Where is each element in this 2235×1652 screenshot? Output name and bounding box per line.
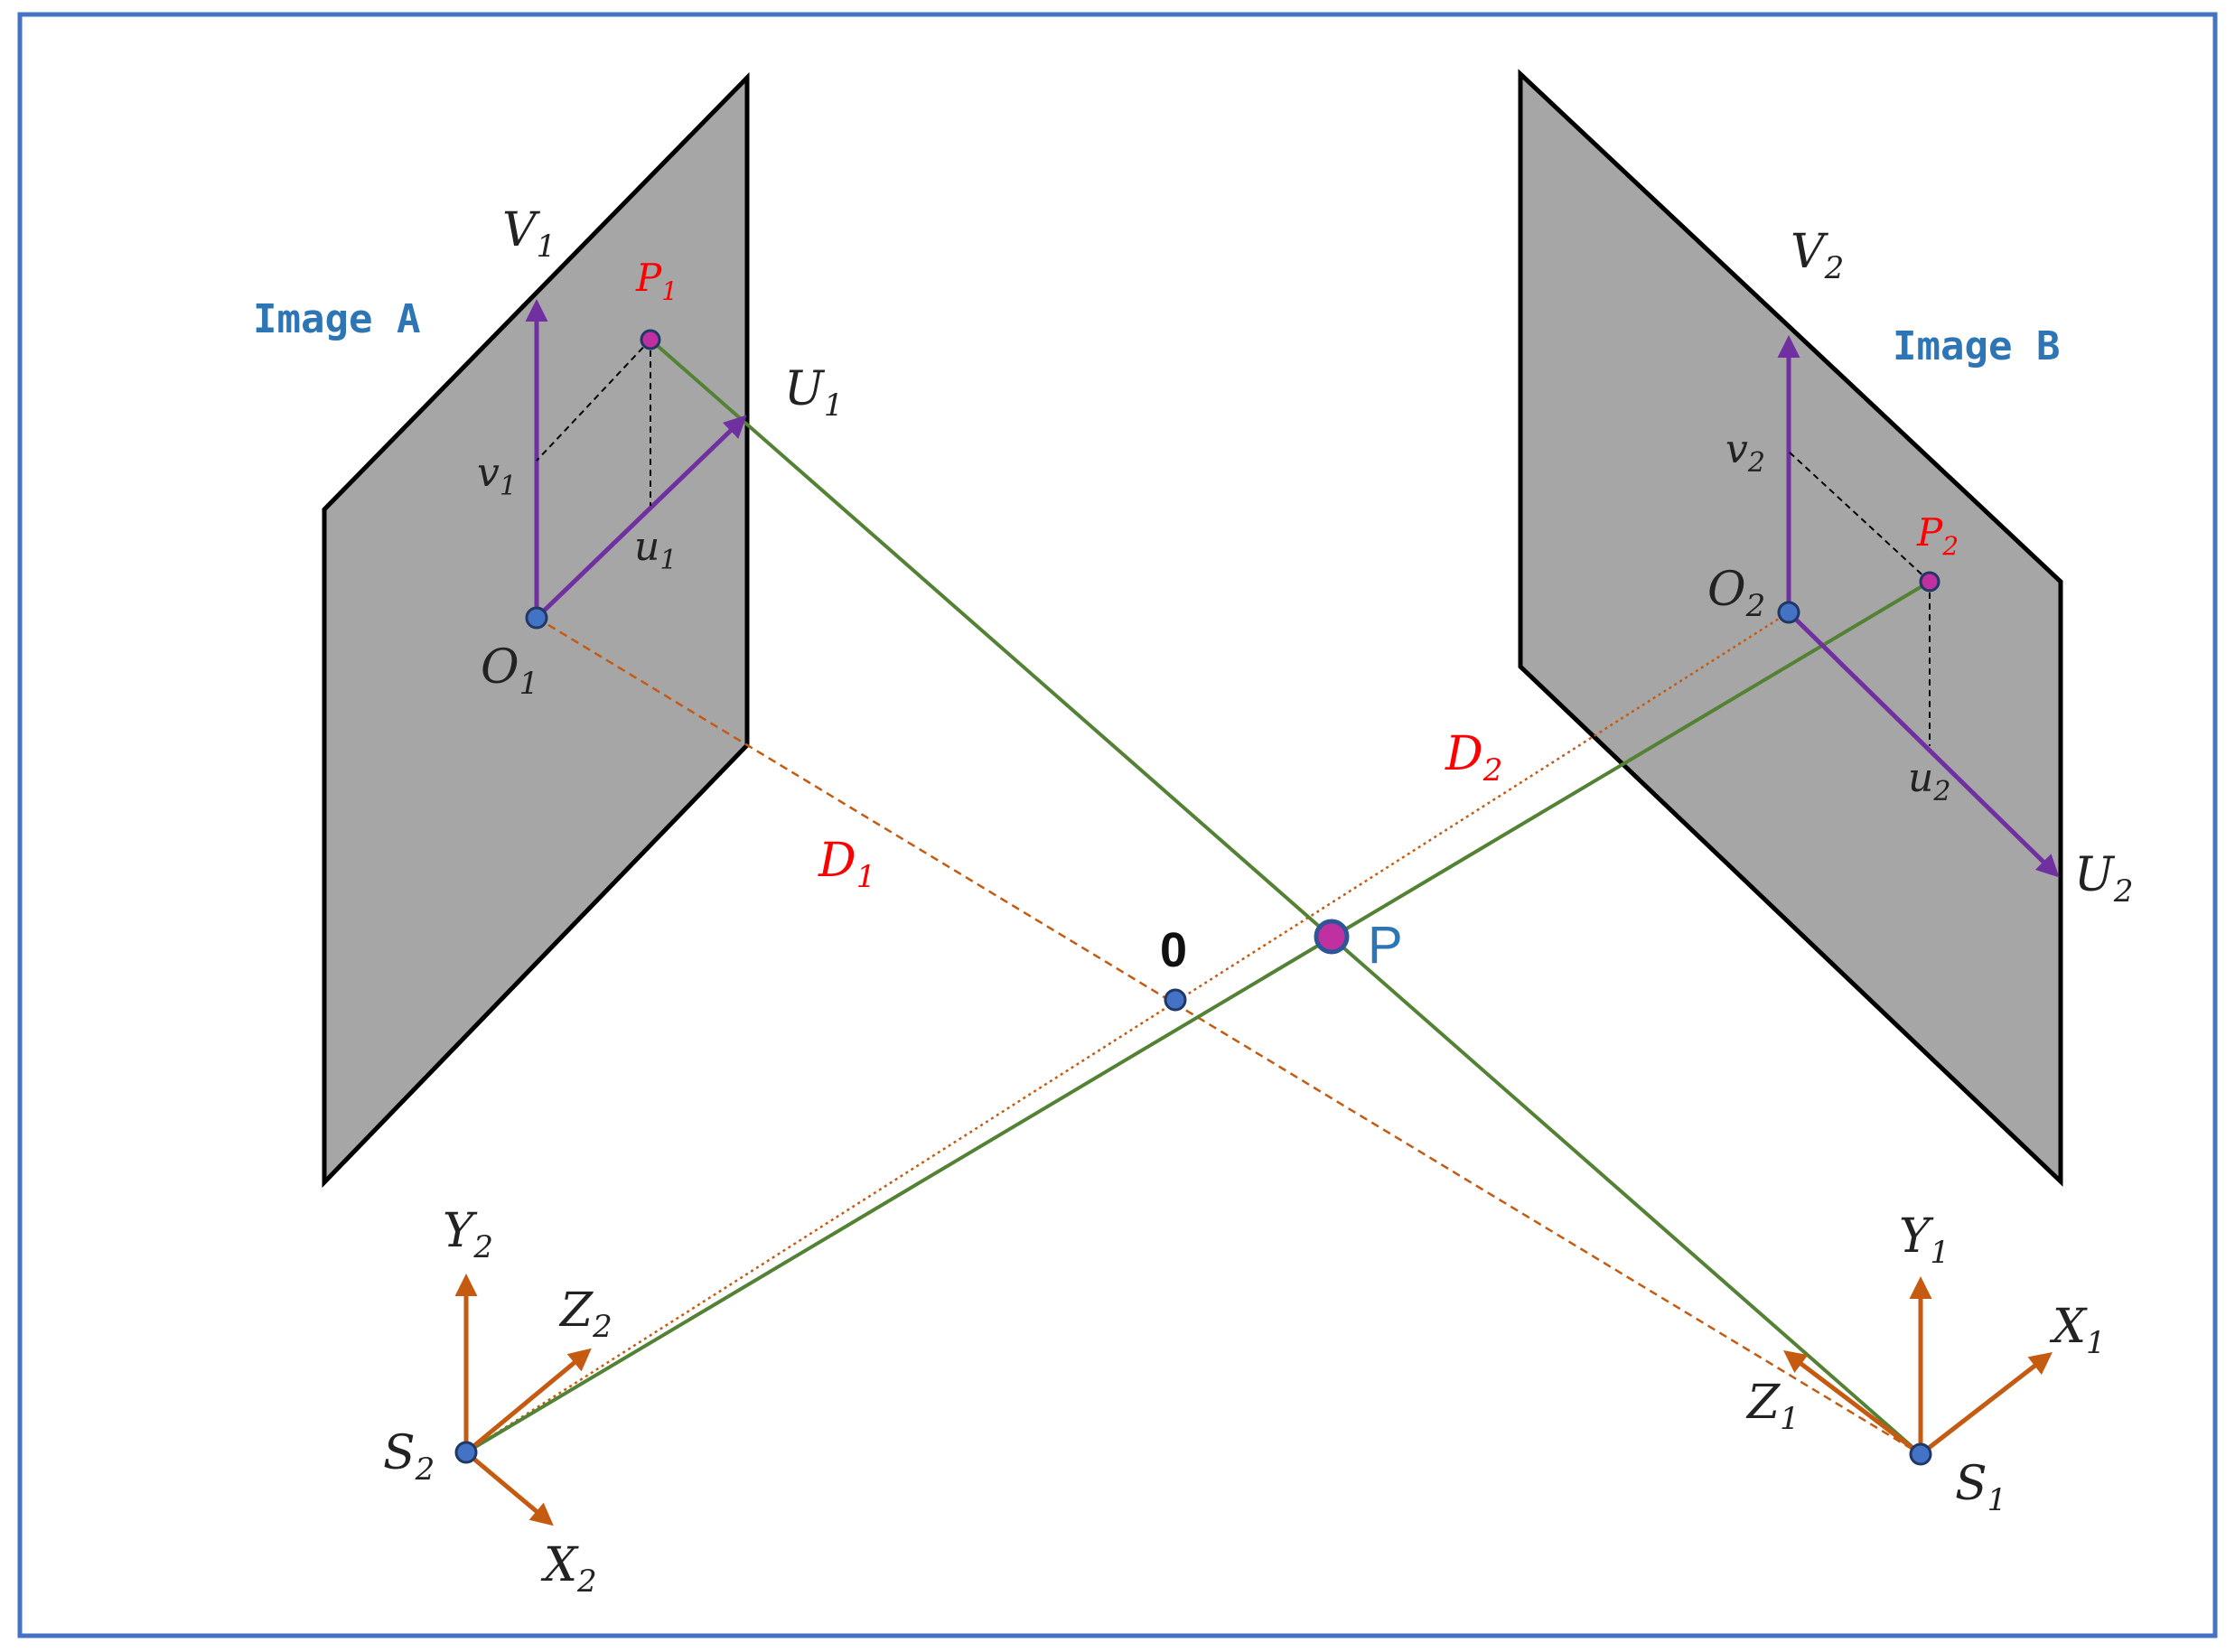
label-x1: X1: [2049, 1300, 2106, 1361]
label-z1: Z1: [1745, 1376, 1800, 1437]
label-d2: D2: [1445, 727, 1502, 789]
image-point-p1: [640, 329, 661, 350]
u1-axis-arrow: [535, 415, 747, 620]
label-world-origin: 0: [1160, 923, 1187, 977]
label-v2-coord: v2: [1725, 426, 1765, 479]
label-s1: S1: [1955, 1457, 2006, 1518]
source-s1-point: [1909, 1442, 1932, 1466]
label-target-p: P: [1368, 916, 1403, 975]
label-y2: Y2: [443, 1204, 493, 1265]
x2-axis-arrow: [464, 1451, 554, 1526]
u2-axis-arrow: [1787, 611, 2060, 878]
label-u2-axis: U2: [2074, 848, 2133, 910]
ray-p1-to-s1: [649, 338, 1922, 1456]
label-v1-coord: v1: [477, 450, 517, 502]
label-p1: P1: [635, 256, 678, 306]
z1-axis-arrow: [1783, 1349, 1922, 1456]
p1-to-v1-guide: [536, 339, 651, 462]
image-plane-a: [322, 71, 750, 1189]
image-point-p2: [1919, 571, 1940, 593]
label-u1-axis: U1: [784, 362, 843, 424]
label-d1: D1: [818, 834, 875, 895]
world-origin-point: [1164, 988, 1187, 1012]
label-p2: P2: [1916, 510, 1959, 561]
label-z2: Z2: [558, 1283, 613, 1345]
z2-axis-arrow: [464, 1348, 592, 1454]
label-s2: S2: [383, 1426, 435, 1488]
image-a-title: Image A: [253, 296, 420, 342]
distance-line-d2: [465, 611, 1790, 1454]
image-b-title: Image B: [1893, 323, 2060, 369]
label-u2-coord: u2: [1908, 755, 1950, 807]
distance-line-d1: [536, 616, 1922, 1456]
label-x2: X2: [540, 1538, 597, 1600]
label-o2: O2: [1707, 563, 1765, 624]
label-o1: O1: [481, 640, 538, 702]
target-point-p: [1314, 919, 1350, 955]
label-y1: Y1: [1899, 1209, 1950, 1271]
ray-p2-to-s2: [464, 580, 1931, 1454]
source-s2-point: [454, 1441, 478, 1464]
origin-o2-point: [1777, 601, 1800, 624]
x1-axis-arrow: [1919, 1351, 2053, 1456]
label-u1-coord: u1: [634, 524, 677, 576]
image-plane-b: [1518, 69, 2063, 1187]
label-v2-axis: V2: [1791, 225, 1844, 286]
label-v1-axis: V1: [502, 203, 556, 265]
origin-o1-point: [525, 606, 548, 630]
